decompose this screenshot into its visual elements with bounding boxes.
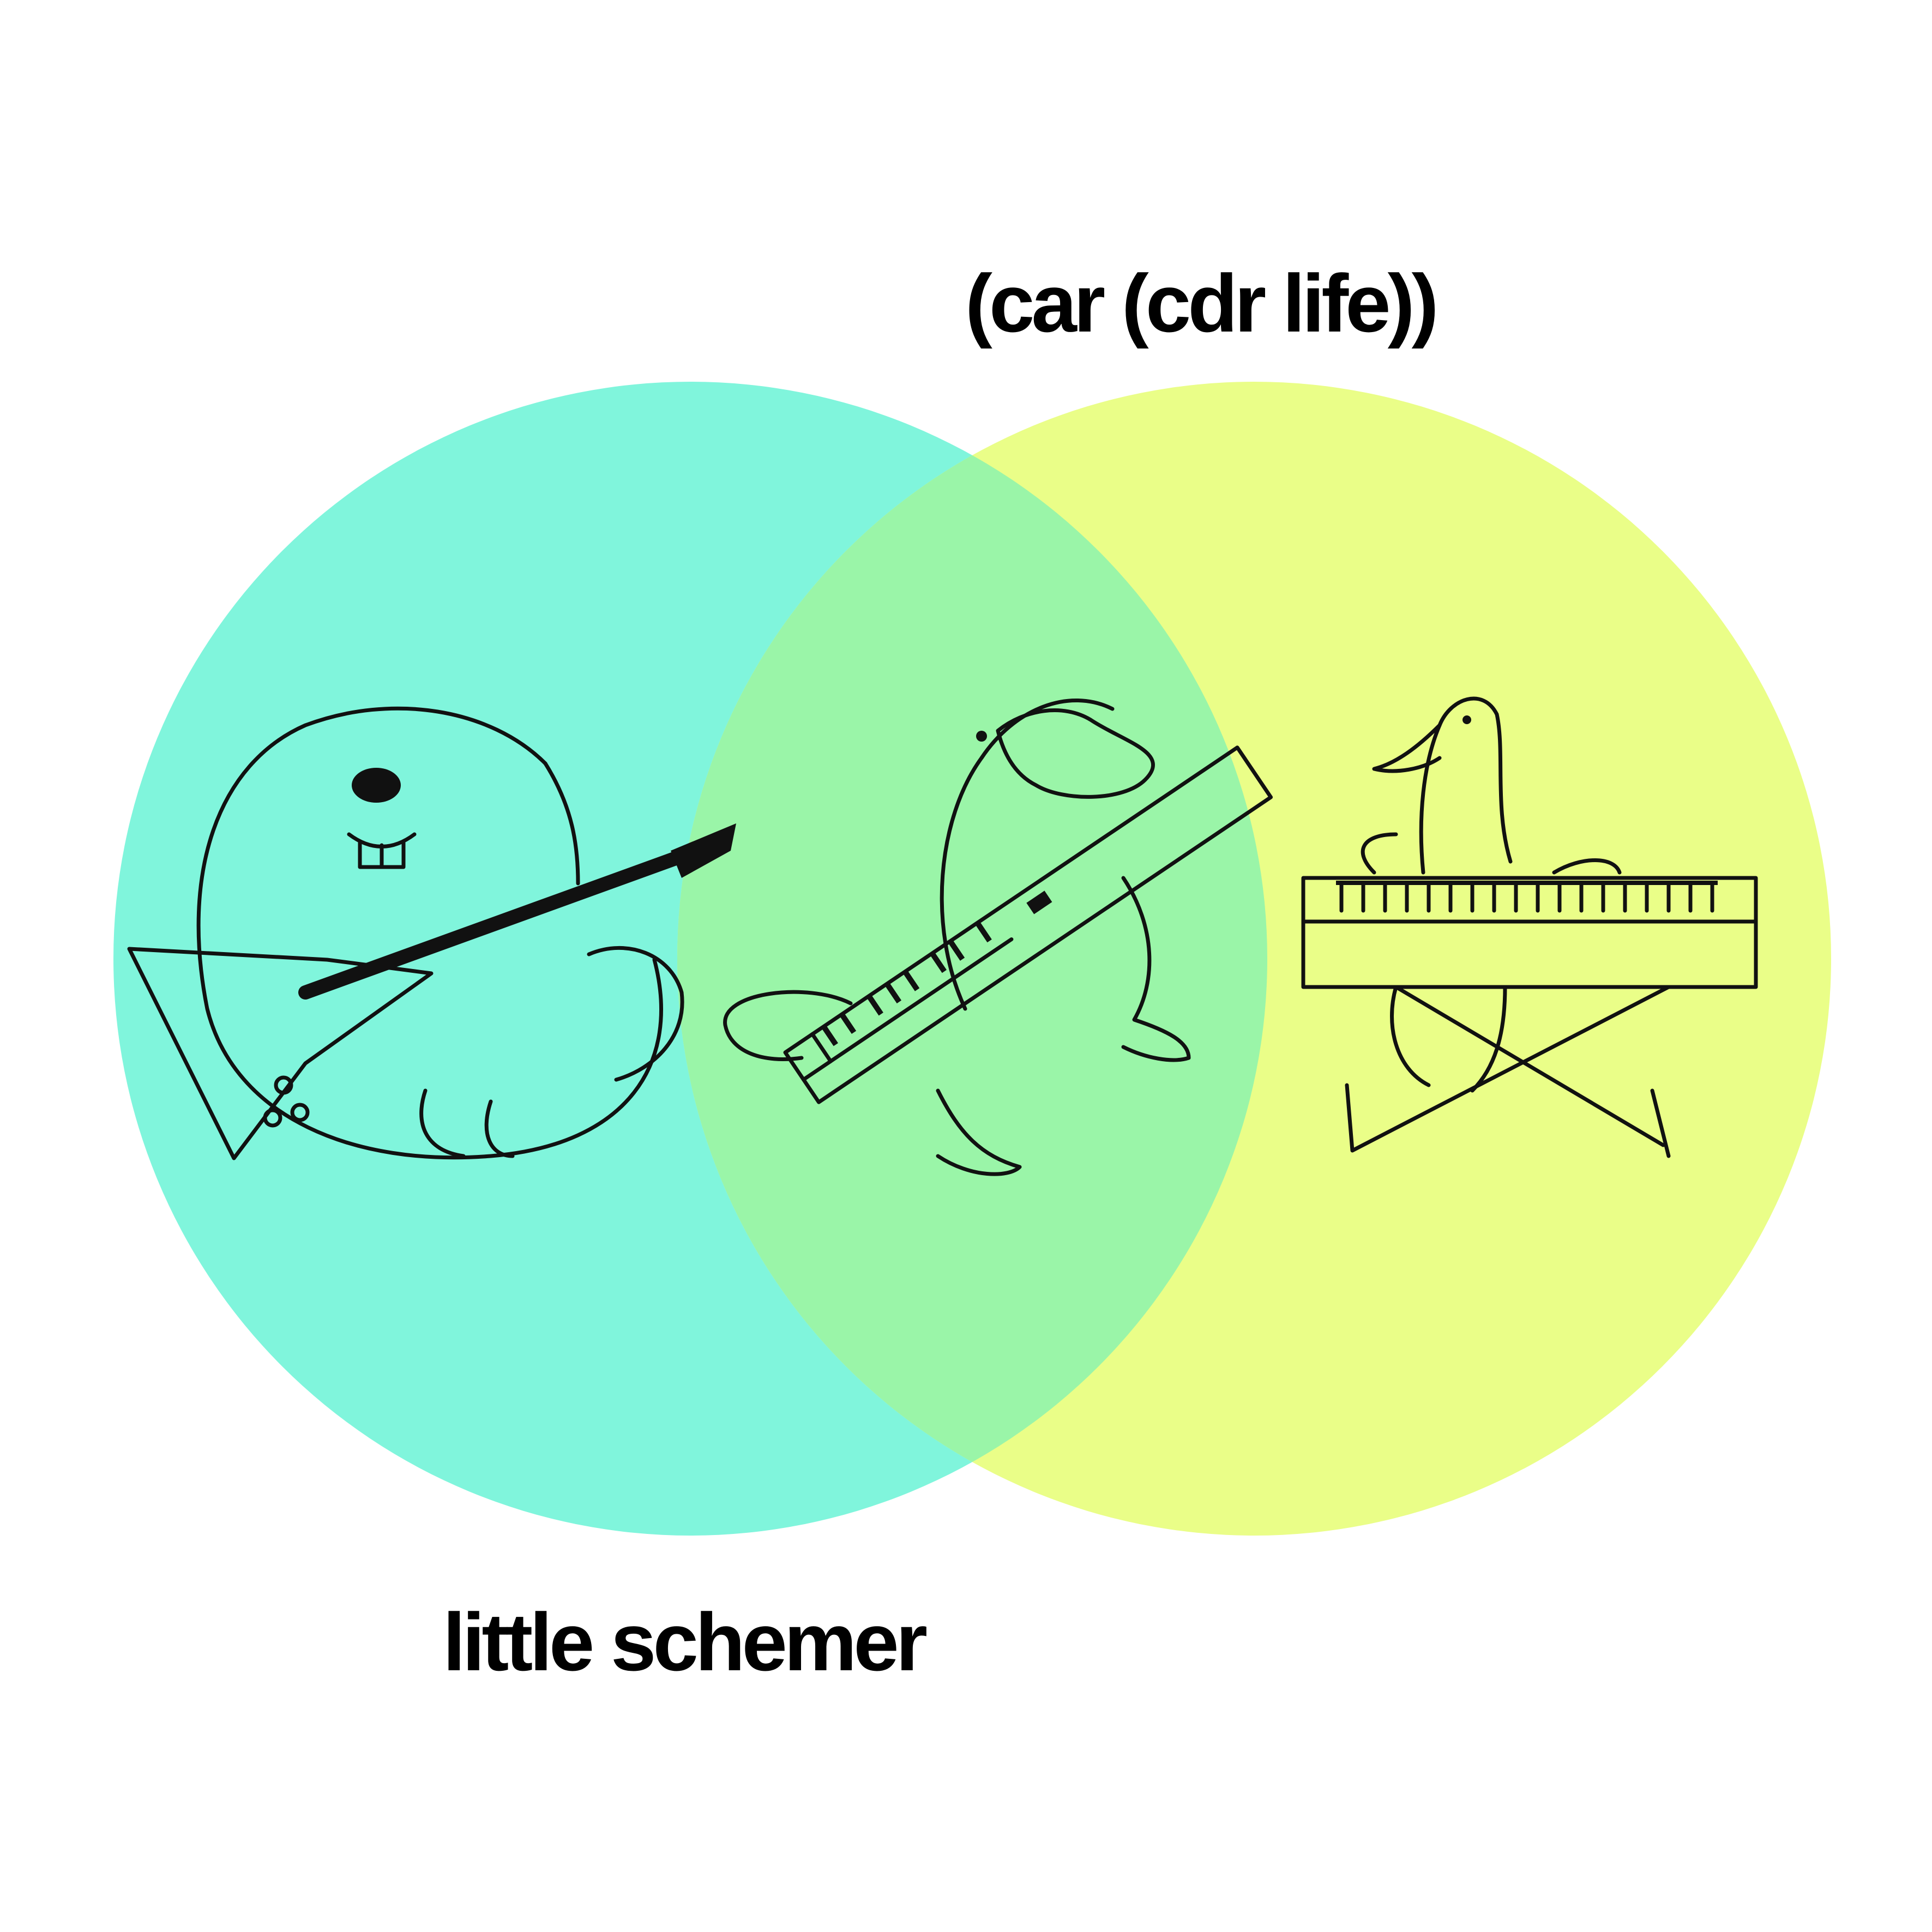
intersection-region — [677, 382, 1267, 1536]
platypus-keytar-icon — [723, 699, 1273, 1176]
set-left-label: little schemer — [443, 1596, 928, 1688]
duck-keyboard-icon — [1301, 696, 1758, 1158]
beaver-guitar-icon — [127, 706, 736, 1160]
set-right-label: (car (cdr life)) — [965, 257, 1439, 349]
